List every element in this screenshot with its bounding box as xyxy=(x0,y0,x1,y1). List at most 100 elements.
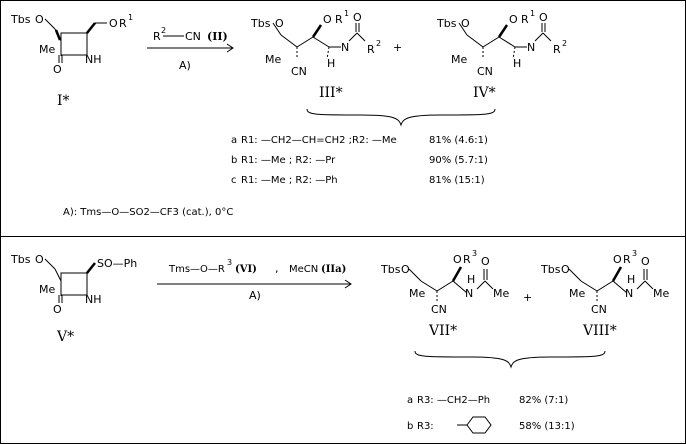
reactant-I-r-sup: 1 xyxy=(128,13,133,22)
reactant-I-r: R xyxy=(119,17,127,30)
scheme-divider xyxy=(1,236,685,237)
reactant-V-tbs: Tbs xyxy=(10,253,31,266)
row-2-subst: R1: —Me ; R2: —Pr xyxy=(241,155,336,166)
product-III-r1: R xyxy=(335,13,343,26)
product-VII-o2: O xyxy=(453,253,462,266)
reagent-r2: R xyxy=(153,30,161,43)
product-III-n: N xyxy=(341,41,349,54)
reactant-I-o: O xyxy=(35,13,44,26)
row-2-letter: b xyxy=(231,155,237,166)
product-VIII-o2: O xyxy=(613,253,622,266)
product-III-tbs: Tbs xyxy=(250,17,271,30)
product-IV-r1: R xyxy=(521,13,529,26)
reagent-cn: CN xyxy=(185,30,201,43)
product-IV-cn: CN xyxy=(477,65,493,78)
product-VII-n: N xyxy=(465,287,473,300)
plus-2: + xyxy=(523,291,532,304)
row-1-letter: a xyxy=(231,135,237,146)
plus-1: + xyxy=(393,41,402,54)
reagent-tms-o-r: Tms—O—R xyxy=(168,264,225,275)
product-III-h: H xyxy=(327,57,335,70)
product-brace-1 xyxy=(306,108,496,127)
product-IV-label: IV* xyxy=(473,85,496,101)
product-VII-r: R xyxy=(463,253,471,266)
reactant-I-oxo: O xyxy=(53,63,62,76)
reactant-I-nh: NH xyxy=(85,53,102,66)
product-VIII-n: N xyxy=(625,287,633,300)
product-VIII-r: R xyxy=(623,253,631,266)
row-3-letter: c xyxy=(231,175,237,186)
reactant-V-structure xyxy=(44,258,96,303)
product-VII-me: Me xyxy=(409,287,425,300)
product-IV-me: Me xyxy=(451,53,467,66)
product-III-structure xyxy=(272,22,366,60)
row-4-subst: R3: —CH2—Ph xyxy=(417,395,490,406)
reagent-condition-A-2: A) xyxy=(249,289,261,302)
reactant-V-label: V* xyxy=(56,329,74,345)
product-IV-r1-sup: 1 xyxy=(530,9,535,18)
product-VIII-me: Me xyxy=(569,287,585,300)
row-3-subst: R1: —Me ; R2: —Ph xyxy=(241,175,338,186)
product-III-r2: R xyxy=(367,43,375,56)
reactant-V-sop: SO—Ph xyxy=(97,257,137,270)
product-VII-oxo: O xyxy=(481,255,490,268)
product-VII-r3-sup: 3 xyxy=(472,249,477,258)
reactant-V-o: O xyxy=(35,253,44,266)
row-5-subst: R3: xyxy=(417,421,434,432)
product-IV-structure xyxy=(458,22,552,60)
reaction-arrow-1-head xyxy=(226,43,234,53)
product-brace-2 xyxy=(414,350,606,369)
reagent-condition-A: A) xyxy=(179,59,191,72)
reactant-I-structure xyxy=(44,18,107,63)
row-4-yield: 82% (7:1) xyxy=(519,395,568,406)
product-IV-r2-sup: 2 xyxy=(562,39,567,48)
reagent-r3-sup: 3 xyxy=(227,258,232,267)
reagent-compound-IIa: (IIa) xyxy=(321,264,346,275)
reactant-I-o2: O xyxy=(109,17,118,30)
product-VIII-tbs: Tbs xyxy=(540,263,561,276)
reactant-V-oxo: O xyxy=(53,303,62,316)
product-VIII-label: VIII* xyxy=(582,323,617,339)
product-VII-structure xyxy=(408,266,494,301)
product-IV-o: O xyxy=(461,17,470,30)
reactant-I-me: Me xyxy=(39,43,55,56)
product-IV-oxo: O xyxy=(539,11,548,24)
reaction-arrow-2-head xyxy=(344,279,352,289)
row-5-yield: 58% (13:1) xyxy=(519,421,575,432)
product-VIII-acme: Me xyxy=(653,287,669,300)
reagent-mecn: MeCN xyxy=(289,264,318,275)
product-IV-r2: R xyxy=(553,43,561,56)
cyclohexyl-ring xyxy=(457,416,492,434)
product-VIII-h: H xyxy=(627,273,635,286)
row-1-yield: 81% (4.6:1) xyxy=(429,135,488,146)
product-III-o2: O xyxy=(323,13,332,26)
product-IV-o2: O xyxy=(509,13,518,26)
product-III-r2-sup: 2 xyxy=(376,39,381,48)
product-IV-tbs: Tbs xyxy=(436,17,457,30)
row-3-yield: 81% (15:1) xyxy=(429,175,485,186)
reactant-V-nh: NH xyxy=(85,293,102,306)
product-VIII-structure xyxy=(568,266,654,301)
product-III-oxo: O xyxy=(353,11,362,24)
reagent-separator: , xyxy=(275,262,279,275)
reagent-compound-VI: (VI) xyxy=(235,264,257,275)
row-4-letter: a xyxy=(407,395,413,406)
reactant-V-me: Me xyxy=(39,283,55,296)
product-VIII-oxo: O xyxy=(641,255,650,268)
product-III-label: III* xyxy=(319,85,343,101)
product-IV-h: H xyxy=(513,57,521,70)
product-III-o: O xyxy=(275,17,284,30)
product-III-r1-sup: 1 xyxy=(344,9,349,18)
condition-note: A): Tms—O—SO2—CF3 (cat.), 0°C xyxy=(63,207,233,218)
product-VIII-r3-sup: 3 xyxy=(632,249,637,258)
product-VII-label: VII* xyxy=(428,323,457,339)
product-VII-h: H xyxy=(467,273,475,286)
product-VII-acme: Me xyxy=(493,287,509,300)
product-III-cn: CN xyxy=(291,65,307,78)
reactant-I-label: I* xyxy=(57,93,70,109)
reactant-I-tbs: Tbs xyxy=(10,13,31,26)
product-VII-o: O xyxy=(401,263,410,276)
product-IV-n: N xyxy=(527,41,535,54)
